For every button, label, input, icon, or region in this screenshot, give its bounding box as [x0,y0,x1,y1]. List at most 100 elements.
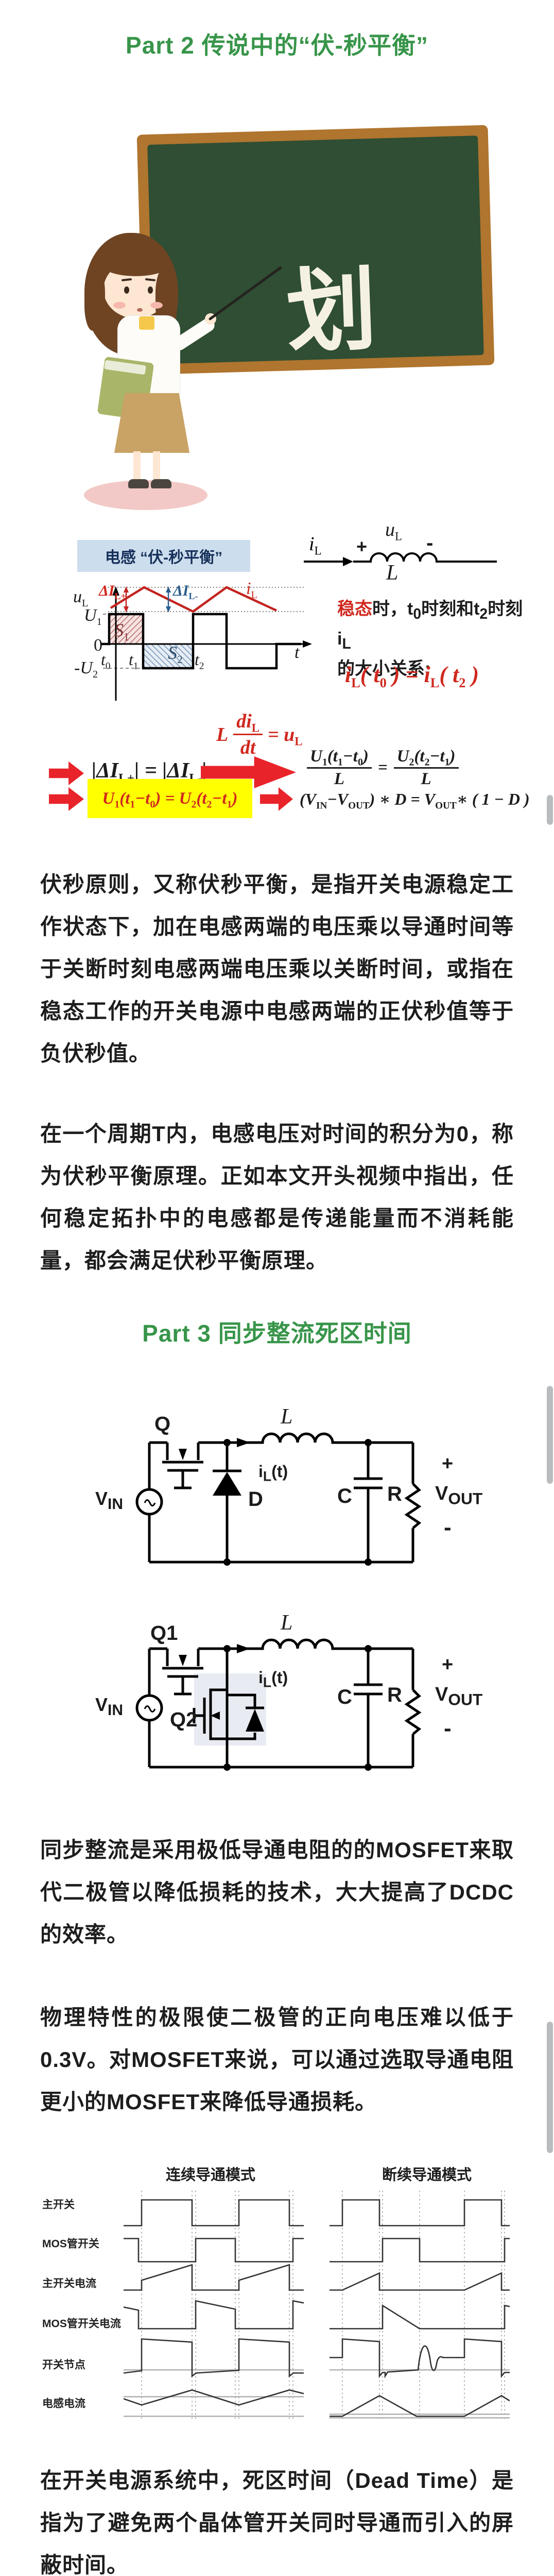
teacher-eye-left [124,286,129,294]
inductor-minus: - [426,532,434,554]
c1-vin-label: VIN [95,1488,124,1513]
eq-fractions: U1(t1−t0)L = U2(t2−t1)L [307,747,459,789]
eq-ldidt-L: L [216,723,229,745]
scrollbar-thumb[interactable] [547,795,553,825]
eq-frac-d2: L [421,770,431,788]
dcm-waveforms [330,2191,510,2420]
eq-frac-eq: = [377,758,388,777]
c2-il-label: iL(t) [258,1668,288,1690]
paragraph-5: 在开关电源系统中，死区时间（Dead Time）是指为了避免两个晶体管开关同时导… [40,2468,514,2576]
teacher-shoe-left [128,479,149,488]
area-S1 [109,614,144,645]
dcm-title: 断续导通模式 [382,2167,472,2183]
eq-ldidt-rhs: = uL [268,723,303,748]
c2-minus: - [444,1716,452,1741]
inductor-current-wave [110,586,277,613]
teacher-blush-left [113,302,126,309]
c1-r-label: R [387,1483,402,1505]
ccm-waveforms [124,2191,304,2420]
scrollbar-thumb[interactable] [547,1386,553,1484]
teacher-bangs [101,252,170,276]
row-label-mos-switch: MOS管开关 [42,2238,99,2250]
teacher-mouth [137,308,143,312]
teacher-hair-left [84,268,105,331]
row-label-switch-node: 开关节点 [42,2359,85,2371]
inductor-current-label: iL [309,533,322,557]
paragraph-2: 在一个周期T内，电感电压对时间的积分为0，称为伏秒平衡原理。正如本文开头视频中指… [40,1122,514,1273]
c2-q1-label: Q1 [150,1622,178,1645]
row-label-mos-current: MOS管开关电流 [42,2318,121,2330]
part3-heading: Part 3 同步整流死区时间 [142,1320,412,1347]
c1-plus: + [442,1453,454,1475]
c1-l-label: L [281,1405,293,1429]
steady-state-note: 稳态时，t0时刻和t2时刻iL 的大小关系: [337,597,528,681]
c2-vin-label: VIN [95,1694,124,1719]
inductor-voltage-label: uL [385,519,402,543]
diode-triangle [213,1472,241,1496]
q2-body-diode [246,1709,264,1732]
steady-rest: 时，t0时刻和t2时刻iL [337,599,523,652]
chalk-character: 划 [285,259,378,363]
c1-il-label: iL(t) [258,1462,288,1484]
delta-i-plus-label: ΔIL+ [99,582,126,601]
paragraph-1: 伏秒原则，又称伏秒平衡，是指开关电源稳定工作状态下，加在电感两端的电压乘以导通时… [40,872,514,1065]
row-label-main-switch: 主开关 [42,2199,75,2211]
vs-balance-label: 电感 “伏-秒平衡” [77,540,250,572]
tick-t2: t2 [195,650,204,672]
voltage-square-wave [100,613,301,670]
steady-line2: 的大小关系: [337,658,431,679]
teacher-blush-right [150,302,163,309]
eq-ldidt-den: dt [240,737,256,758]
axes [100,594,305,701]
red-arrow-4 [260,787,293,811]
c2-l-label: L [281,1611,293,1635]
c1-d-label: D [248,1488,263,1511]
buck-circuit-sync [135,1638,422,1771]
eq-frac-d1: L [334,770,345,788]
inductor-plus: + [356,536,368,557]
s2-label: S2 [168,642,183,666]
teacher-shoe-right [151,479,171,488]
paragraph-4: 物理特性的极限使二极管的正向电压难以低于0.3V。对MOSFET来说，可以通过选… [40,2005,514,2114]
buck-circuit-diode [135,1432,422,1566]
axis-negu2-label: -U2 [74,658,98,680]
vs-waveform-plot [100,586,312,701]
eq-final: (VIN−VOUT) ∗ D = VOUT∗ ( 1 − D ) [300,790,530,811]
c1-q-label: Q [154,1413,171,1435]
teacher-leg-right [153,451,160,481]
area-S2 [143,643,194,669]
c1-minus: - [444,1515,452,1540]
row-label-inductor-current: 电感电流 [42,2398,85,2410]
c2-r-label: R [387,1684,402,1706]
eq-ldidt-num: diL [233,710,263,735]
teacher-eye-right [148,286,153,294]
eq-steady: iL( t0 ) = iL( t2 ) [344,662,479,690]
eq-highlight: U1(t1−t0) = U2(t2−t1) [102,789,238,810]
c2-c-label: C [337,1686,352,1708]
c1-c-label: C [337,1485,352,1507]
il-curve-label: iL [246,579,257,601]
mosfet-arrow [179,1449,187,1460]
c2-plus: + [442,1654,454,1675]
axis-ul-label: uL [73,587,89,609]
row-label-main-current: 主开关电流 [42,2278,96,2290]
part2-heading: Part 2 传说中的“伏-秒平衡” [126,32,428,59]
scrollbar-thumb[interactable] [547,2022,553,2153]
red-arrow-1 [49,761,84,785]
inductor-symbol [304,552,497,566]
teacher-skirt [114,393,189,453]
steady-red: 稳态 [337,599,372,619]
teacher-leg-left [133,451,141,481]
red-arrow-3 [49,787,84,811]
il-arrowhead [237,1438,250,1447]
teacher-collar [139,316,154,330]
highlight-box: U1(t1−t0) = U2(t2−t1) [88,779,252,818]
tick-t1: t1 [129,650,138,672]
axis-u1-label: U1 [84,606,102,628]
inductor-name: L [386,561,399,585]
eq-delta: |ΔIL+| = |ΔIL-| [92,759,207,786]
paragraph-3: 同步整流是采用极低导通电阻的的MOSFET来取代二极管以降低损耗的技术，大大提高… [40,1838,514,1946]
level-dashes [103,614,143,669]
